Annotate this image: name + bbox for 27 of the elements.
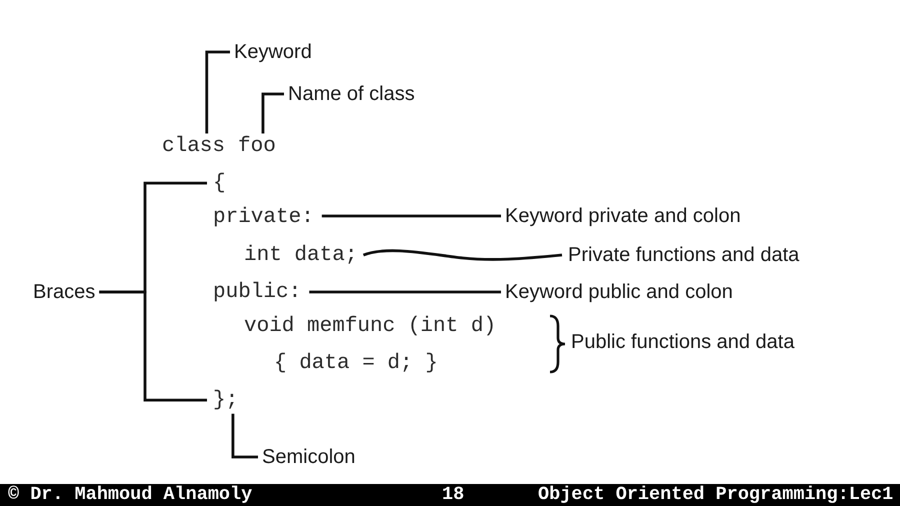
code-line: { data = d; } (274, 350, 438, 376)
author-credit: © Dr. Mahmoud Alnamoly (8, 484, 252, 506)
leader-line (363, 249, 562, 261)
leader-line (322, 214, 501, 218)
page-number: 18 (442, 484, 464, 506)
leader-line (232, 414, 258, 458)
callout-label: Name of class (288, 82, 415, 106)
code-text: { (213, 170, 226, 196)
code-text: }; (213, 388, 238, 413)
code-text: foo (238, 134, 276, 159)
code-text: public: (213, 280, 302, 305)
callout-label: Braces (33, 280, 96, 304)
code-line: void memfunc (int d) (244, 314, 496, 339)
annotation-label: Public functions and data (571, 330, 794, 354)
code-text: private: (213, 204, 314, 230)
code-text: int data; (244, 242, 358, 268)
code-text: class (162, 134, 226, 159)
leader-line (262, 92, 284, 134)
callout-label: Keyword public and colon (505, 280, 733, 304)
callout-label: Private functions and data (568, 243, 800, 267)
leader-line (99, 290, 207, 402)
callout-label: Keyword private and colon (505, 204, 741, 228)
course-title: Object Oriented Programming:Lec1 (538, 484, 894, 506)
leader-line (205, 50, 230, 134)
callout-label: Keyword (234, 40, 312, 64)
leader-line (309, 290, 501, 294)
callout-label: Semicolon (262, 445, 356, 469)
